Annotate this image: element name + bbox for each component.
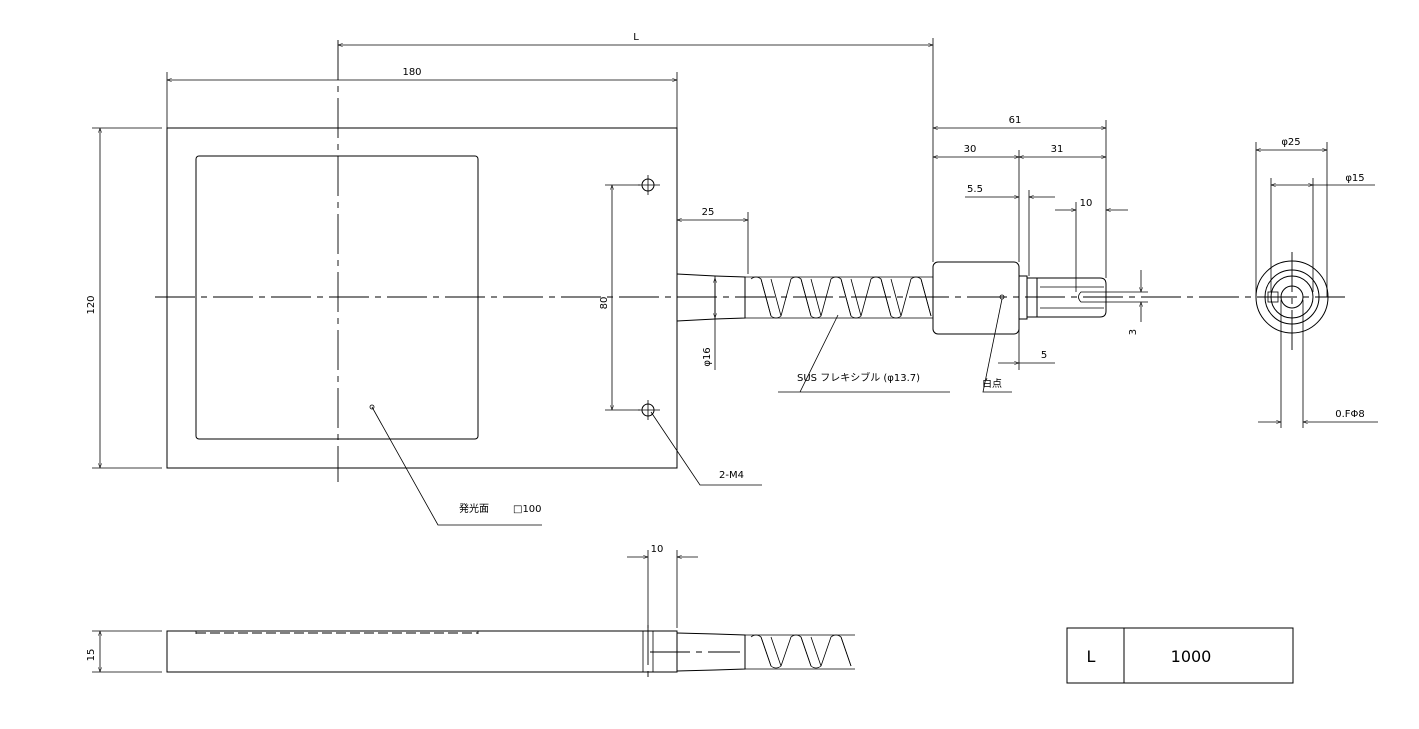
head-body [932,261,1020,335]
table-value: 1000 [1171,647,1212,666]
note-flexible: SUS フレキシブル (φ13.7) [797,371,920,384]
head-collar [1018,275,1028,320]
table-key: L [1087,647,1096,666]
flex-helix-b [760,278,932,317]
note-emitting-face: 発光面 [459,502,489,515]
length-table: L 1000 [1066,627,1294,684]
note-emitting-size: □100 [513,504,542,515]
ferrule [676,273,746,322]
dim-31: 31 [1051,144,1064,155]
dim-L: L [633,32,639,43]
dim-5: 5 [1041,350,1047,361]
plate-outline [166,127,678,469]
side-flex-helix [750,634,852,669]
side-view [166,625,855,680]
leader-white-point [982,298,1012,393]
dim-120: 120 [86,295,97,314]
dim-10: 10 [1080,198,1093,209]
flex-helix-a [750,276,932,319]
dim-15: 15 [86,649,97,662]
emitting-window [195,155,479,440]
dim-30: 30 [964,144,977,155]
dim-side-10: 10 [651,544,664,555]
side-ferrule [676,632,746,672]
fiber-assembly [676,261,1107,335]
mount-hole-top [638,175,660,195]
dim-5-5: 5.5 [967,184,983,195]
dim-phi16: φ16 [702,347,713,366]
dim-61: 61 [1009,115,1022,126]
dim-phi15: φ15 [1345,173,1364,184]
leader-taps [650,411,762,486]
dim-fiber: 0.FΦ8 [1335,409,1365,420]
mount-hole-bottom [638,400,660,420]
dim-25: 25 [702,207,715,218]
side-plate [166,630,678,673]
dim-180: 180 [402,67,421,78]
leader-flexible [778,314,950,393]
head-front-view [1255,252,1329,350]
plate-top-view [155,40,1345,482]
note-white-point: 白点 [982,377,1002,390]
head-tip [1037,277,1107,318]
dim-80: 80 [599,297,610,310]
note-taps: 2-M4 [719,470,744,481]
dim-3: 3 [1128,329,1139,335]
tip-slot [1078,291,1106,303]
leader-emitting-face [371,406,542,526]
dim-phi25: φ25 [1281,137,1300,148]
